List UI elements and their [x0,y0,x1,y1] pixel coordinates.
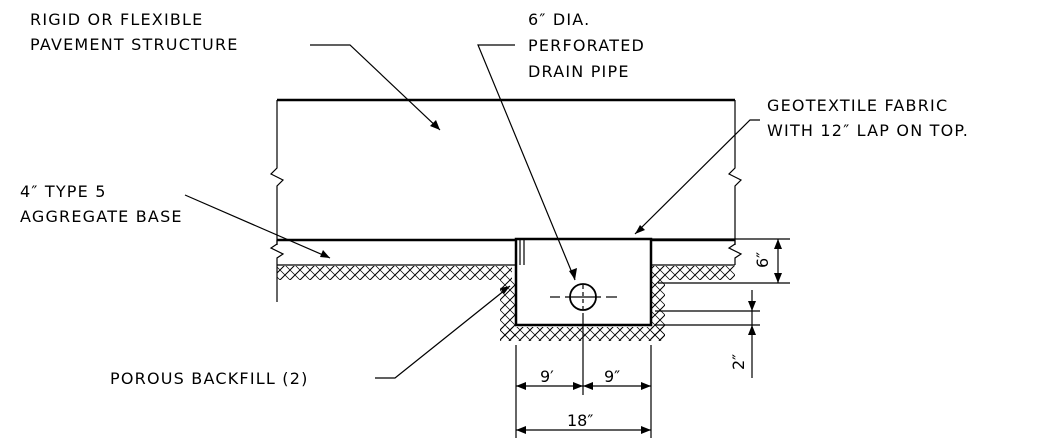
dimension-depth-bottom: 2″ [729,354,748,370]
dimension-right-half: 9″ [604,367,620,386]
pipe-label-line1: 6″ DIA. [528,10,590,29]
geotextile-label-line2: WITH 12″ LAP ON TOP. [767,121,969,140]
pipe-label-line3: DRAIN PIPE [528,62,630,81]
leader-lines [184,44,760,379]
dimension-total-width: 18″ [567,411,593,430]
pipe-label-line2: PERFORATED [528,36,645,55]
annotations: RIGID OR FLEXIBLE PAVEMENT STRUCTURE 6″ … [20,10,969,430]
dimension-depth-top: 6″ [753,252,772,268]
backfill-label: POROUS BACKFILL (2) [110,369,309,388]
drain-trench [514,237,653,327]
horizontal-dimensions [515,313,652,438]
pavement-label-line2: PAVEMENT STRUCTURE [30,35,239,54]
base-label-line2: AGGREGATE BASE [20,207,183,226]
pavement-label-line1: RIGID OR FLEXIBLE [30,10,203,29]
subgrade-soil [276,264,735,341]
drain-pipe [550,283,617,311]
geotextile-label-line1: GEOTEXTILE FABRIC [767,96,948,115]
pavement-structure [269,98,743,245]
dimension-left-half: 9′ [540,367,554,386]
aggregate-base [269,238,743,265]
base-label-line1: 4″ TYPE 5 [20,182,107,201]
vertical-dimensions [651,238,790,378]
